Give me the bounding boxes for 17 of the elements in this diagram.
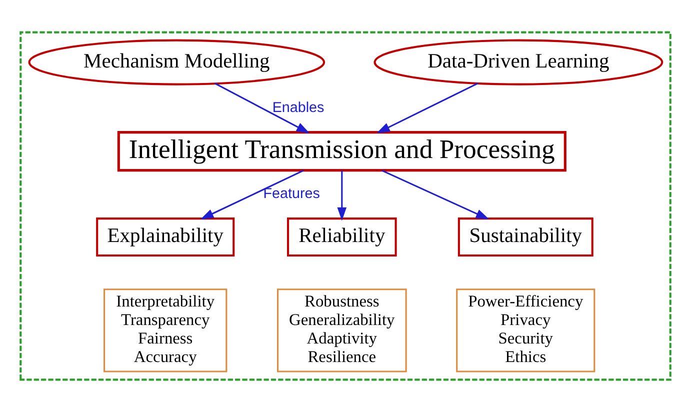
node-ellipse: Mechanism Modelling	[28, 39, 326, 86]
arrow	[381, 170, 490, 220]
arrow	[337, 170, 347, 221]
arrow	[200, 170, 304, 220]
edge-label: Enables	[272, 100, 324, 116]
node-box: Intelligent Transmission and Processing	[117, 131, 566, 172]
arrow	[214, 82, 310, 134]
node-ellipse: Data-Driven Learning	[374, 39, 664, 86]
cluster	[20, 31, 672, 381]
node-box: Interpretability Transparency Fairness Accuracy	[104, 288, 228, 372]
node-box: Robustness Generalizability Adaptivity Resilience	[276, 288, 407, 372]
node-box: Power-Efficiency Privacy Security Ethics	[456, 288, 596, 372]
edge-label: Features	[263, 186, 320, 202]
arrow	[376, 82, 478, 134]
node-box: Sustainability	[458, 218, 594, 257]
node-box: Reliability	[287, 218, 397, 257]
node-box: Explainability	[96, 218, 235, 257]
